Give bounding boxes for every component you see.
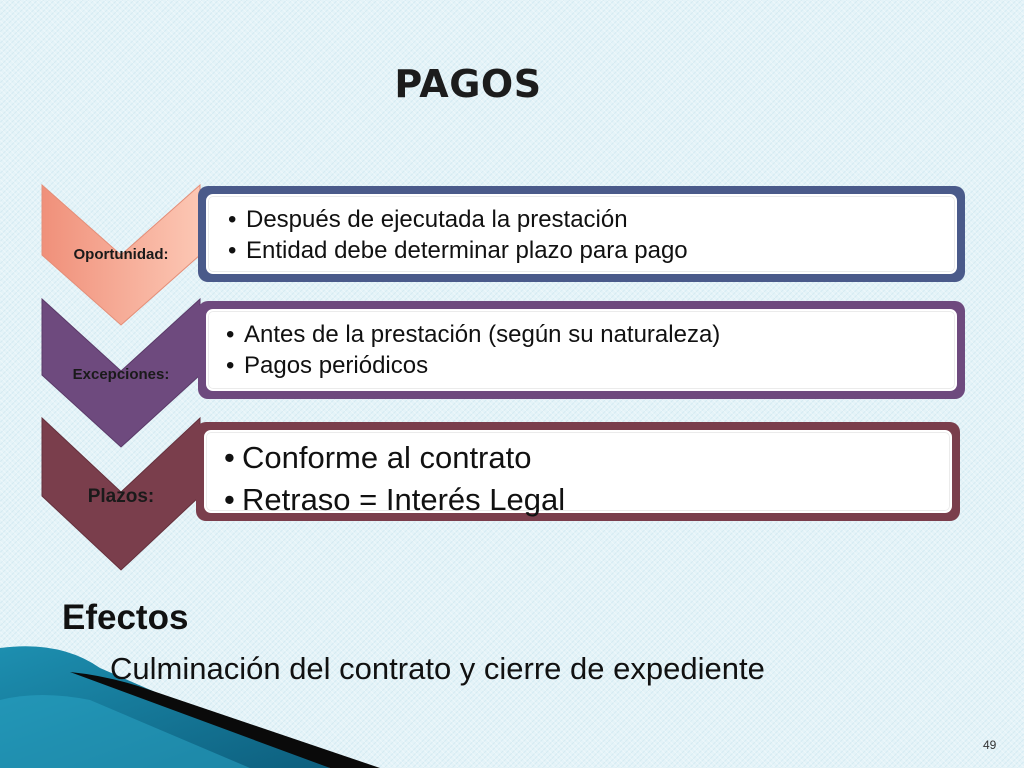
chevron-label: Excepciones: [72,366,170,383]
page-number: 49 [983,738,997,752]
bullet-item: Antes de la prestación (según su natural… [222,319,941,350]
content-box-plazos: Conforme al contrato Retraso = Interés L… [196,422,960,521]
content-box-oportunidad: Después de ejecutada la prestación Entid… [198,186,965,282]
slide-title: PAGOS [394,62,542,106]
bullet-item: Pagos periódicos [222,350,941,381]
bullet-item: Después de ejecutada la prestación [224,204,939,235]
chevron-label: Oportunidad: [73,246,169,263]
content-box-excepciones: Antes de la prestación (según su natural… [198,301,965,399]
bullet-item: Entidad debe determinar plazo para pago [224,235,939,266]
chevron-label: Plazos: [87,486,155,507]
efectos-heading: Efectos [62,598,189,637]
bullet-item: Conforme al contrato [220,437,936,479]
efectos-text: Culminación del contrato y cierre de exp… [110,651,765,686]
bullet-item: Retraso = Interés Legal [220,479,936,521]
